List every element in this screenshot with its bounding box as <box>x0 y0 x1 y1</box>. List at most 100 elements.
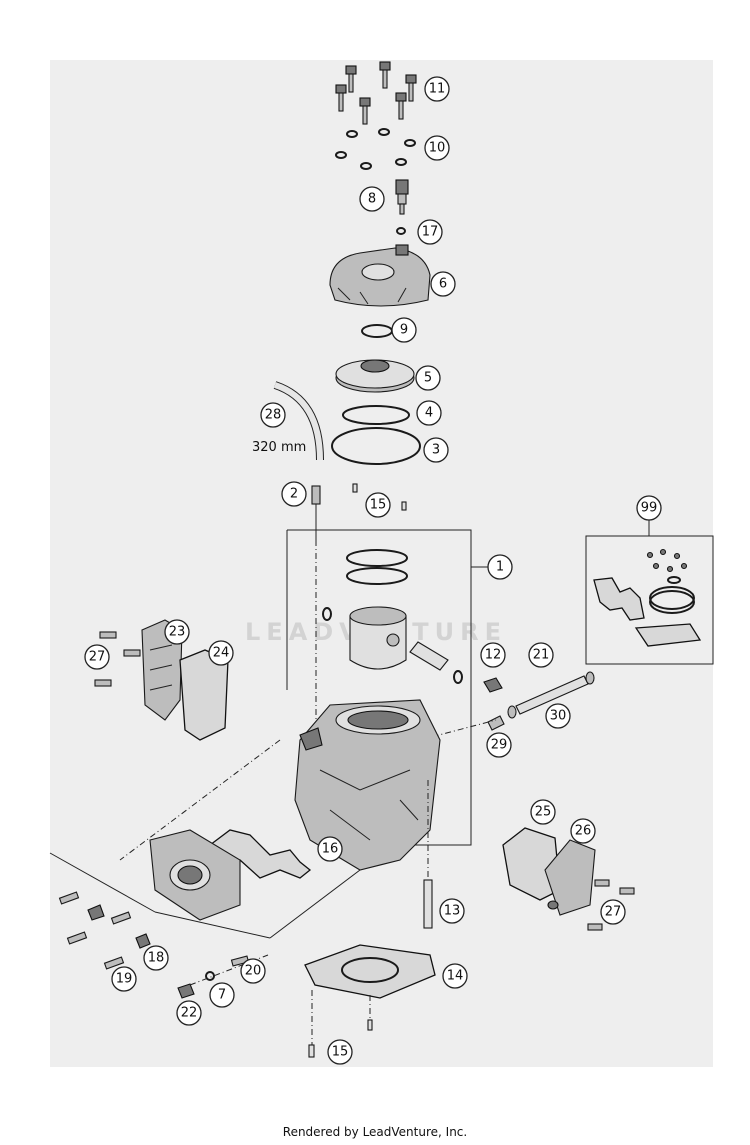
side-cover-left <box>141 619 183 721</box>
callout-number: 27 <box>605 905 622 920</box>
callout-11: 11 <box>424 76 450 102</box>
callout-number: 3 <box>432 443 440 458</box>
callout-number: 7 <box>218 988 226 1003</box>
stud-long <box>423 780 433 929</box>
cylinder-group-frame <box>287 529 472 846</box>
callout-19: 19 <box>111 966 137 992</box>
callout-15a: 15 <box>365 492 391 518</box>
screw <box>230 955 250 967</box>
callout-circle <box>143 945 169 971</box>
callout-9: 9 <box>391 317 417 343</box>
callout-number: 16 <box>322 842 339 857</box>
callout-23: 23 <box>164 619 190 645</box>
callout-circle <box>209 982 235 1008</box>
callout-number: 13 <box>444 904 461 919</box>
nipple-fitting <box>487 715 505 731</box>
combustion-chamber-insert <box>335 359 415 393</box>
callout-99: 99 <box>636 495 662 521</box>
callout-circle <box>442 963 468 989</box>
callout-27b: 27 <box>600 899 626 925</box>
callout-number: 27 <box>89 650 106 665</box>
callout-number: 2 <box>290 487 298 502</box>
callout-3: 3 <box>423 437 449 463</box>
callout-number: 17 <box>422 225 439 240</box>
callout-14: 14 <box>442 963 468 989</box>
callout-circle <box>208 640 234 666</box>
callout-circle <box>260 402 286 428</box>
callout-20: 20 <box>240 958 266 984</box>
callout-number: 24 <box>213 646 230 661</box>
footer-credit: Rendered by LeadVenture, Inc. <box>282 1125 468 1139</box>
callout-25: 25 <box>530 799 556 825</box>
callout-circle <box>424 76 450 102</box>
callout-29: 29 <box>486 732 512 758</box>
callout-circle <box>164 619 190 645</box>
callout-number: 28 <box>265 408 282 423</box>
callout-number: 12 <box>485 648 502 663</box>
callout-circle <box>327 1039 353 1065</box>
side-cover-right <box>544 839 596 916</box>
cylinder-head-bolts <box>335 61 417 125</box>
cylinder-base-gasket <box>304 944 436 999</box>
kit-99-contents <box>593 548 702 647</box>
piston-ring-lower <box>346 567 408 585</box>
callout-12: 12 <box>480 642 506 668</box>
callout-7: 7 <box>209 982 235 1008</box>
cover-bolts-left <box>94 631 141 687</box>
callout-30: 30 <box>545 703 571 729</box>
callout-number: 6 <box>439 277 447 292</box>
washers <box>335 128 416 170</box>
callout-circle <box>281 481 307 507</box>
callout-27a: 27 <box>84 644 110 670</box>
callout-circle <box>480 642 506 668</box>
temperature-sensor <box>395 179 409 215</box>
callout-10: 10 <box>424 135 450 161</box>
callout-number: 5 <box>424 371 432 386</box>
callout-circle <box>111 966 137 992</box>
callout-circle <box>240 958 266 984</box>
o-ring-large <box>331 427 421 465</box>
callout-number: 18 <box>148 951 165 966</box>
callout-circle <box>424 135 450 161</box>
callout-26: 26 <box>570 818 596 844</box>
callout-number: 14 <box>447 969 464 984</box>
callout-21: 21 <box>528 642 554 668</box>
callout-circle <box>391 317 417 343</box>
cover-bolts-right <box>587 879 635 931</box>
callout-circle <box>317 836 343 862</box>
hose-length-label: 320 mm <box>252 440 307 455</box>
piston <box>349 606 407 670</box>
callout-18: 18 <box>143 945 169 971</box>
callout-24: 24 <box>208 640 234 666</box>
callout-circle <box>417 219 443 245</box>
callout-number: 25 <box>535 805 552 820</box>
callout-circle <box>415 365 441 391</box>
callout-circle <box>600 899 626 925</box>
callout-number: 30 <box>550 709 567 724</box>
callout-circle <box>365 492 391 518</box>
callout-15b: 15 <box>327 1039 353 1065</box>
callout-circle <box>636 495 662 521</box>
callout-28: 28 <box>260 402 286 428</box>
dowel-pin-bottom <box>308 1044 315 1058</box>
callout-circle <box>423 437 449 463</box>
seal-ring <box>396 227 406 235</box>
callout-number: 19 <box>116 972 133 987</box>
callout-number: 9 <box>400 323 408 338</box>
callout-number: 11 <box>429 82 446 97</box>
cylinder <box>294 699 441 871</box>
callout-circle <box>528 642 554 668</box>
callout-circle <box>416 400 442 426</box>
diagram-panel <box>50 60 713 1067</box>
intake-flange <box>149 829 241 921</box>
callout-16: 16 <box>317 836 343 862</box>
callout-5: 5 <box>415 365 441 391</box>
callout-circle <box>545 703 571 729</box>
stud <box>311 485 321 540</box>
callout-number: 15 <box>332 1045 349 1060</box>
dowel-pin <box>352 483 358 493</box>
cylinder-head <box>329 244 431 307</box>
callout-4: 4 <box>416 400 442 426</box>
callout-circle <box>176 1000 202 1026</box>
callout-number: 1 <box>496 560 504 575</box>
